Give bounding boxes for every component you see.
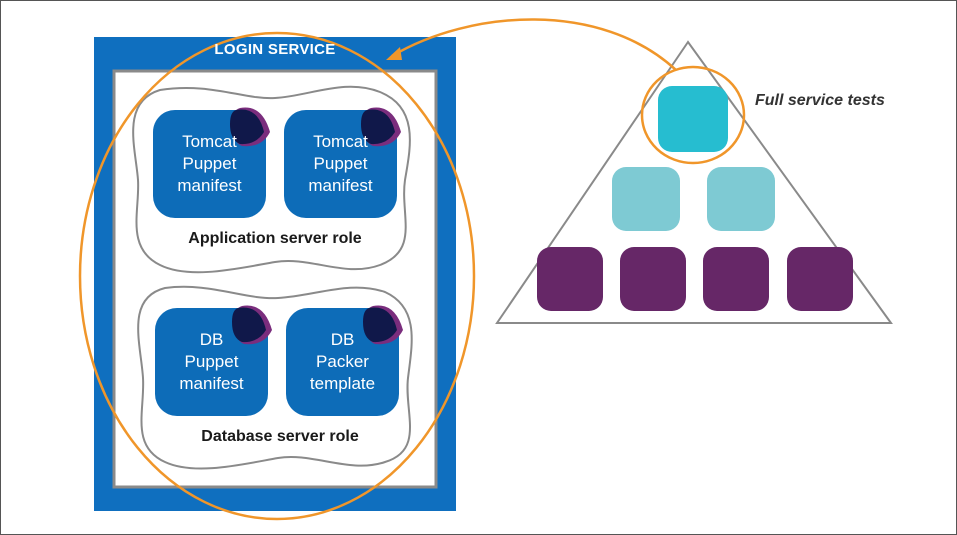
connector-arrow — [391, 18, 677, 71]
pyramid-tile-middle-2 — [707, 167, 775, 231]
pyramid-tile-bottom-3 — [703, 247, 769, 311]
component-label: DB Puppet manifest — [179, 330, 244, 393]
pyramid-tile-middle-1 — [612, 167, 680, 231]
full-service-tests-label: Full service tests — [755, 92, 885, 109]
pyramid-tile-bottom-2 — [620, 247, 686, 311]
corner-badge-icon — [230, 109, 264, 145]
full-service-highlight-circle — [640, 65, 746, 165]
arrowhead-icon — [386, 47, 402, 60]
corner-badge-icon — [232, 307, 266, 343]
component-tile-db-puppet — [155, 305, 272, 416]
login-service-title: LOGIN SERVICE — [214, 41, 336, 58]
pyramid-tile-bottom-4 — [787, 247, 853, 311]
pyramid-tile-bottom-1 — [537, 247, 603, 311]
service-highlight-ellipse — [78, 31, 476, 521]
database-role-label: Database server role — [201, 428, 359, 445]
application-role-label: Application server role — [188, 230, 362, 247]
component-label: Tomcat Puppet manifest — [308, 132, 373, 195]
component-tile-tomcat-puppet-2 — [284, 107, 401, 218]
pyramid-tile-full-service — [658, 86, 728, 152]
component-label: Tomcat Puppet manifest — [177, 132, 242, 195]
component-label: DB Packer template — [309, 330, 376, 393]
corner-badge-icon — [363, 307, 397, 343]
component-tile-tomcat-puppet-1 — [153, 107, 270, 218]
corner-badge-icon — [361, 109, 395, 145]
component-tile-db-packer — [286, 305, 403, 416]
